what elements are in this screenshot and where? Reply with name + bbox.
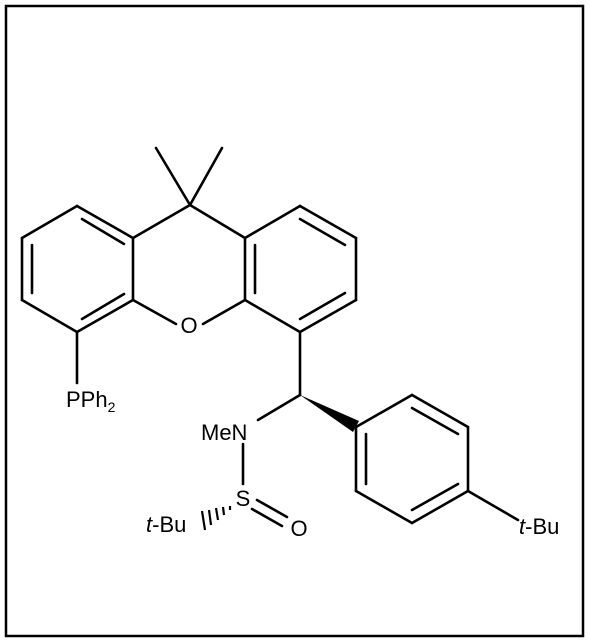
wedge-bond-methine-aryl [300, 395, 359, 432]
gem-dimethyl [154, 146, 224, 207]
bond-c9-methyl-right [188, 146, 224, 207]
bond-sulfinyl-double [250, 498, 289, 528]
sulfur-label: S [236, 486, 251, 511]
para-phenyl-ring [354, 393, 470, 525]
amine-label: MeN [201, 420, 247, 445]
tbu-aryl-label: t-Bu [519, 514, 559, 539]
border-frame [4, 4, 585, 638]
bond-aryl-tbu [466, 489, 520, 522]
hashed-wedge-sulfur-tbu [200, 506, 232, 531]
left-benzene-ring [20, 204, 135, 334]
phosphine-label: PPh2 [66, 387, 116, 415]
ring-oxygen-label: O [180, 313, 197, 338]
central-ring [131, 203, 247, 326]
right-benzene-ring [243, 204, 358, 334]
sulfinyl-oxygen-label: O [290, 516, 307, 541]
bond-c9-methyl-left [154, 146, 192, 207]
bond-methine-nitrogen [256, 393, 302, 422]
tbu-sulfinyl-label: t-Bu [146, 512, 186, 537]
